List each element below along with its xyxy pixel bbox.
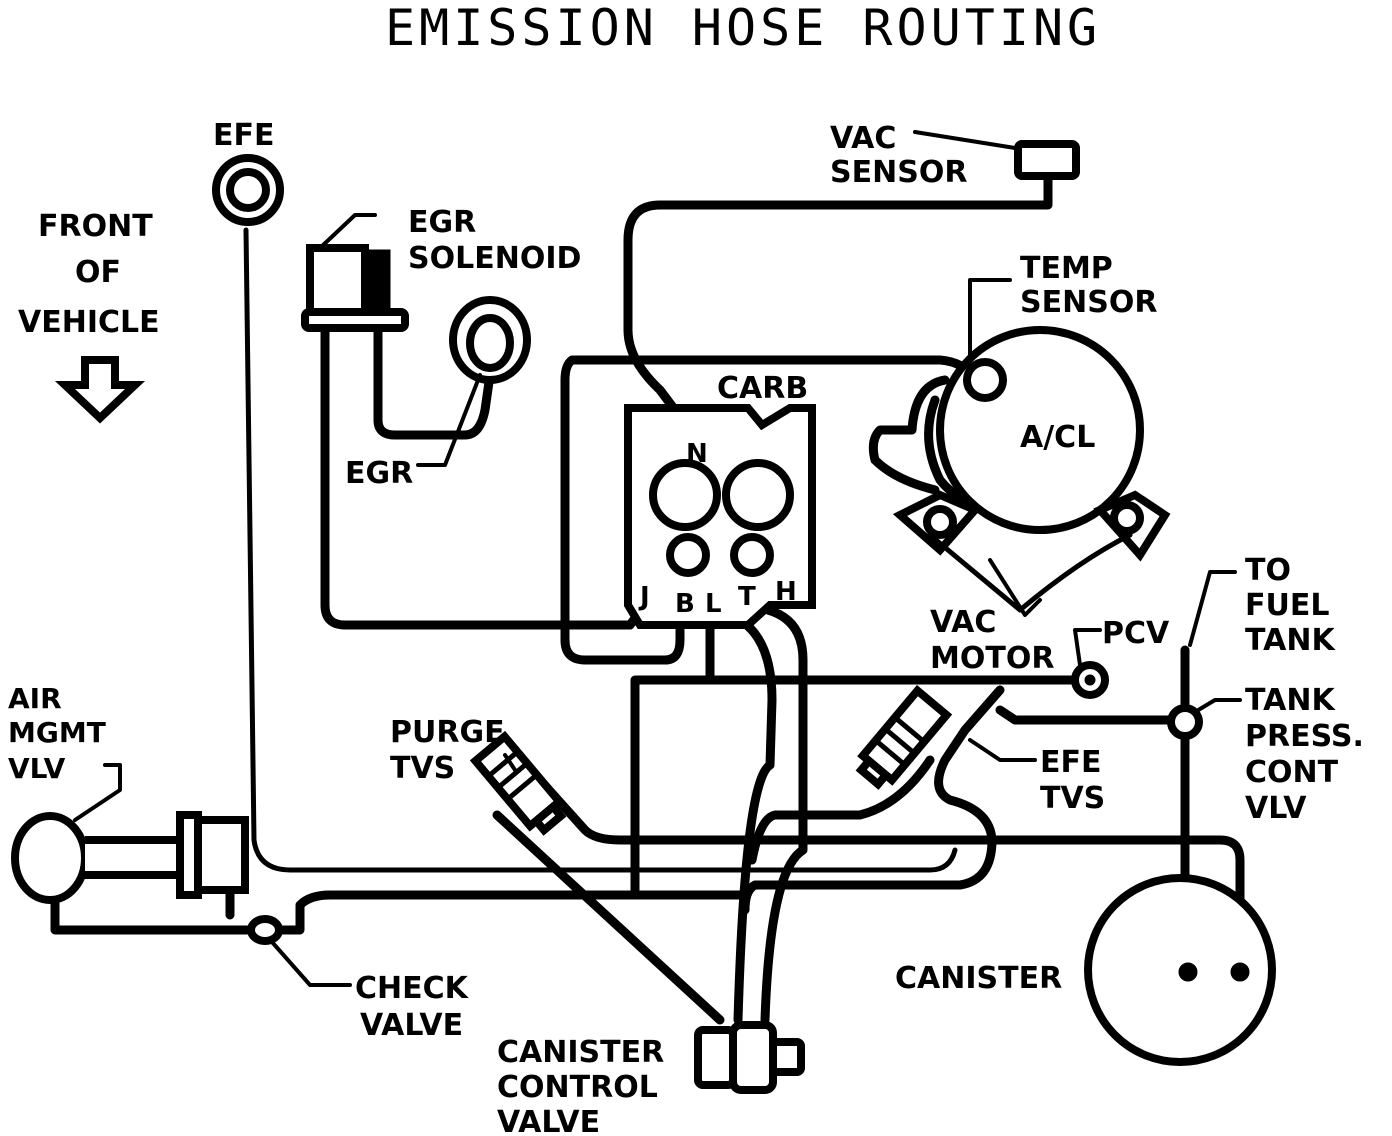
canister-control-valve <box>694 1021 805 1094</box>
label-front-3: VEHICLE <box>18 305 160 340</box>
label-front-2: OF <box>75 255 121 290</box>
egr-valve <box>449 296 531 384</box>
label-efe-tvs-1: EFE <box>1040 745 1101 780</box>
hose-purge-tvs <box>535 775 1245 980</box>
efe-tvs <box>855 684 953 790</box>
label-canister-control-2: CONTROL <box>497 1070 658 1105</box>
tank-press-cont-valve <box>1167 704 1203 740</box>
label-vac-motor-1: VAC <box>930 605 996 640</box>
label-carb: CARB <box>717 371 808 406</box>
front-arrow-icon <box>54 356 146 424</box>
vac-sensor <box>1014 140 1080 180</box>
label-acl: A/CL <box>1020 420 1095 455</box>
label-port-n: N <box>686 439 708 469</box>
label-check-valve-2: VALVE <box>360 1008 463 1043</box>
label-tank-press-2: PRESS. <box>1245 719 1364 754</box>
label-efe-tvs-2: TVS <box>1040 781 1105 816</box>
label-to-fuel-tank-2: FUEL <box>1245 588 1329 623</box>
label-egr-solenoid-2: SOLENOID <box>408 241 581 276</box>
hose-j-to-egr-solenoid <box>320 325 650 630</box>
label-vac-sensor-2: SENSOR <box>830 155 967 190</box>
label-canister-control-3: VALVE <box>497 1105 600 1136</box>
label-air-mgmt-1: AIR <box>8 682 62 715</box>
label-efe: EFE <box>213 118 274 153</box>
label-tank-press-1: TANK <box>1245 683 1336 718</box>
label-vac-motor-2: MOTOR <box>930 641 1054 676</box>
label-check-valve-1: CHECK <box>355 971 470 1006</box>
hose-tank-press <box>995 705 1190 725</box>
check-valve <box>247 915 283 945</box>
label-vac-sensor-1: VAC <box>830 121 896 156</box>
efe-valve <box>212 154 284 226</box>
label-pcv: PCV <box>1102 616 1170 651</box>
label-air-mgmt-3: VLV <box>8 752 66 785</box>
label-tank-press-3: CONT <box>1245 755 1339 790</box>
label-temp-sensor-2: SENSOR <box>1020 285 1157 320</box>
hoses <box>50 173 1245 1025</box>
label-to-fuel-tank-3: TANK <box>1245 623 1336 658</box>
label-purge-tvs-1: PURGE <box>390 715 505 750</box>
pcv-valve <box>1071 661 1109 699</box>
label-port-j: J <box>638 582 650 612</box>
hose-egr-solenoid-to-egr <box>373 295 495 440</box>
label-egr-solenoid-1: EGR <box>408 205 476 240</box>
carburetor <box>624 404 816 629</box>
label-front-1: FRONT <box>38 209 153 244</box>
label-canister-control-1: CANISTER <box>497 1035 664 1070</box>
diagram-title: EMISSION HOSE ROUTING <box>385 0 1101 57</box>
hose-purge-to-ccv <box>492 810 725 1025</box>
label-port-l: L <box>705 589 722 619</box>
label-port-h: H <box>775 577 797 607</box>
canister <box>1084 874 1276 1066</box>
purge-tvs <box>469 730 567 836</box>
hose-pcv-line <box>630 675 1090 895</box>
hose-port-h <box>760 605 808 1025</box>
egr-solenoid <box>301 244 409 332</box>
label-tank-press-4: VLV <box>1245 791 1307 826</box>
hose-vac-sensor <box>623 173 1053 435</box>
label-air-mgmt-2: MGMT <box>8 716 106 749</box>
label-purge-tvs-2: TVS <box>390 751 455 786</box>
hose-efe-tvs-out <box>747 755 935 865</box>
hose-acl-heat <box>868 375 950 495</box>
hose-efe-tube <box>243 227 958 873</box>
label-port-t: T <box>738 582 756 612</box>
label-egr: EGR <box>345 456 413 491</box>
label-port-b: B <box>675 589 695 619</box>
label-temp-sensor-1: TEMP <box>1020 251 1113 286</box>
label-canister: CANISTER <box>895 961 1062 996</box>
air-mgmt-valve <box>11 811 249 904</box>
leader-lines <box>73 130 1242 987</box>
label-to-fuel-tank-1: TO <box>1245 553 1291 588</box>
air-cleaner <box>892 326 1171 613</box>
